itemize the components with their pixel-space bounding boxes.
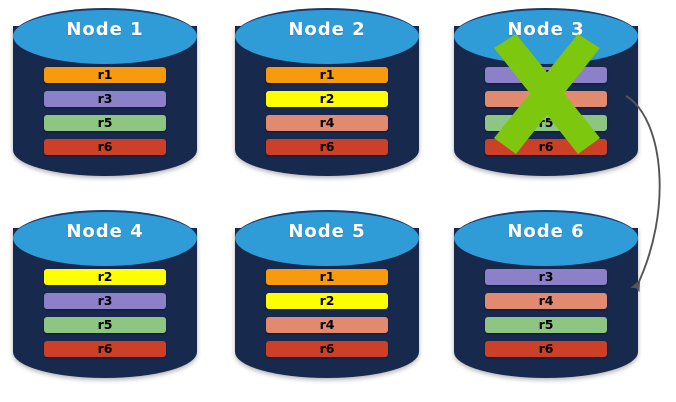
cylinder-top-disc [235, 8, 419, 64]
replica-list: r2 r3 r5 r6 [44, 269, 166, 357]
cylinder-top-disc [454, 210, 638, 266]
cylinder-top-disc [235, 210, 419, 266]
replica-bar[interactable]: r6 [485, 341, 607, 357]
replica-bar[interactable]: r2 [266, 293, 388, 309]
node-cylinder-1[interactable]: Node 1 r1 r3 r5 r6 [13, 8, 197, 188]
replica-bar[interactable]: r5 [485, 115, 607, 131]
replica-bar[interactable]: r4 [266, 115, 388, 131]
cylinder-top-disc [13, 8, 197, 64]
replica-bar[interactable]: r6 [485, 139, 607, 155]
replica-bar[interactable]: r1 [44, 67, 166, 83]
replica-bar[interactable]: r4 [485, 91, 607, 107]
replica-bar[interactable]: r1 [266, 67, 388, 83]
replica-bar[interactable]: r2 [266, 91, 388, 107]
node-cylinder-6[interactable]: Node 6 r3 r4 r5 r6 [454, 210, 638, 390]
node-label: Node 4 [66, 221, 144, 242]
node-label: Node 3 [507, 19, 585, 40]
replica-bar[interactable]: r1 [266, 269, 388, 285]
replica-bar[interactable]: r5 [44, 317, 166, 333]
replica-list: r1 r2 r4 r6 [266, 269, 388, 357]
node-label: Node 5 [288, 221, 366, 242]
node-cylinder-5[interactable]: Node 5 r1 r2 r4 r6 [235, 210, 419, 390]
replica-list: r3 r4 r5 r6 [485, 67, 607, 155]
node-cylinder-2[interactable]: Node 2 r1 r2 r4 r6 [235, 8, 419, 188]
replica-bar[interactable]: r3 [44, 91, 166, 107]
replica-bar[interactable]: r4 [485, 293, 607, 309]
replica-bar[interactable]: r6 [266, 139, 388, 155]
node-label: Node 1 [66, 19, 144, 40]
replica-bar[interactable]: r5 [485, 317, 607, 333]
replica-bar[interactable]: r5 [44, 115, 166, 131]
cylinder-top-disc [13, 210, 197, 266]
node-label: Node 2 [288, 19, 366, 40]
node-cylinder-3[interactable]: Node 3 r3 r4 r5 r6 [454, 8, 638, 188]
node-cylinder-4[interactable]: Node 4 r2 r3 r5 r6 [13, 210, 197, 390]
replica-bar[interactable]: r6 [44, 341, 166, 357]
replica-list: r1 r2 r4 r6 [266, 67, 388, 155]
replica-list: r1 r3 r5 r6 [44, 67, 166, 155]
replica-list: r3 r4 r5 r6 [485, 269, 607, 357]
replica-bar[interactable]: r4 [266, 317, 388, 333]
replica-bar[interactable]: r3 [485, 67, 607, 83]
node-label: Node 6 [507, 221, 585, 242]
replica-bar[interactable]: r6 [266, 341, 388, 357]
replica-bar[interactable]: r6 [44, 139, 166, 155]
replica-bar[interactable]: r3 [485, 269, 607, 285]
replica-bar[interactable]: r3 [44, 293, 166, 309]
replica-bar[interactable]: r2 [44, 269, 166, 285]
